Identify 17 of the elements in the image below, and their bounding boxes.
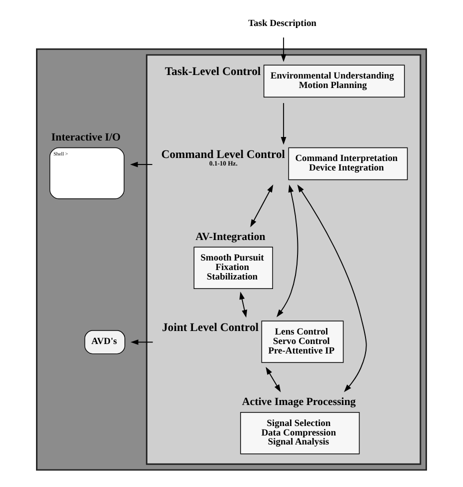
node-label: Joint Level Control	[162, 321, 259, 334]
arrow	[239, 292, 248, 318]
arrow	[280, 102, 286, 145]
node-label: Task-Level Control	[164, 65, 261, 78]
arrow	[130, 162, 153, 168]
node-label: Command Level Control	[161, 148, 286, 161]
node-text: Task Description	[248, 19, 316, 30]
arrow	[250, 184, 274, 228]
arrow	[297, 184, 367, 392]
arrow	[130, 339, 154, 345]
node-label: Active Image Processing	[242, 396, 356, 408]
node-label: AV-Integration	[195, 230, 266, 243]
node-label: Interactive I/O	[51, 131, 121, 144]
cluster	[36, 48, 427, 471]
arrow	[266, 366, 281, 392]
arrow	[280, 37, 286, 62]
arrow	[276, 184, 298, 318]
